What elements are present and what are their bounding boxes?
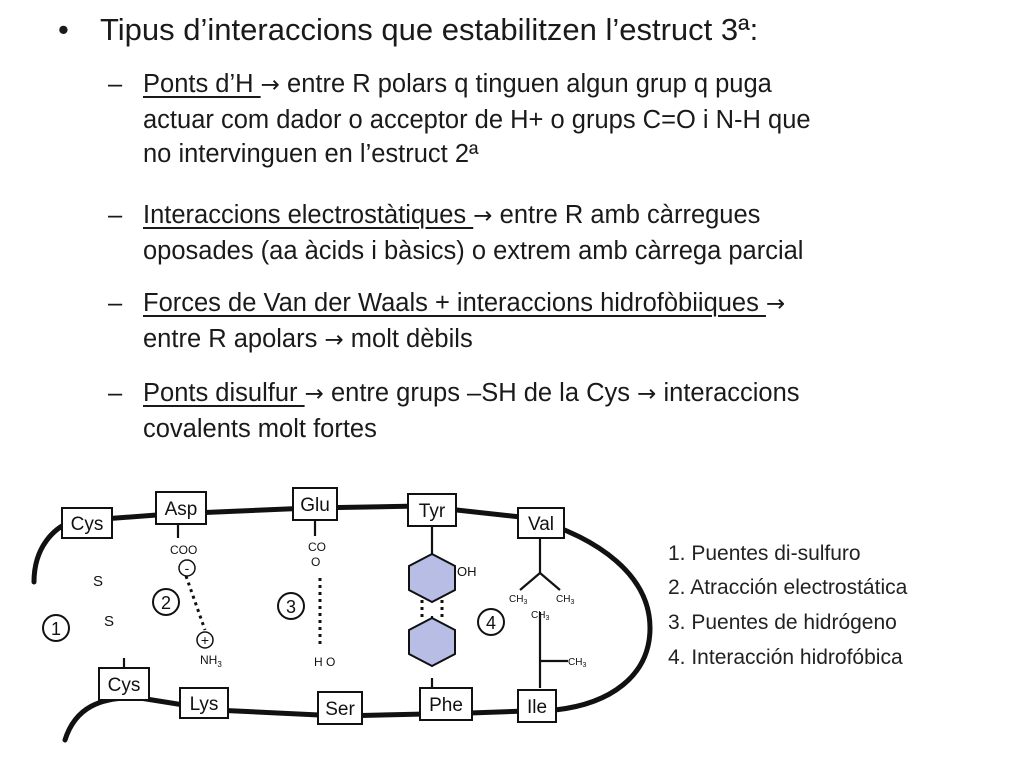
arrow-icon: → [473, 203, 493, 229]
legend-item-2: 2. Atracción electrostática [668, 576, 908, 599]
arrow-icon: → [637, 381, 657, 407]
residue-ser: Ser [325, 699, 355, 720]
backbone-top [31, 503, 653, 713]
residue-cys-top: Cys [71, 514, 104, 535]
marker-circle [277, 592, 305, 620]
item-text: no intervinguen en l’estruct 2ª [143, 140, 479, 168]
item-text: entre R amb càrregues [492, 201, 761, 229]
methyl-group-4: CH3 [568, 657, 586, 669]
item-text: actuar com dador o acceptor de H+ o grup… [143, 105, 811, 134]
methyl-group-3: CH3 [531, 610, 549, 622]
hydroxyl-group-ser: H O [314, 655, 335, 669]
methyl-label: CH [531, 610, 545, 621]
methyl-subscript: 3 [545, 615, 549, 622]
legend-item-1: 1. Puentes di-sulfuro [668, 542, 861, 565]
diagram-legend: 1. Puentes di-sulfuro 2. Atracción elect… [668, 542, 908, 669]
amine-group: NH3 [200, 653, 222, 669]
hydroxyl-group-tyr: OH [457, 564, 477, 579]
marker-circle [152, 588, 180, 616]
bullet-glyph: • [58, 12, 69, 47]
legend-item-3: 3. Puentes de hidrógeno [668, 611, 897, 634]
item-text: entre grups –SH de la Cys [323, 379, 638, 407]
marker-circle [477, 608, 505, 636]
item-text: interaccions [656, 379, 800, 407]
residue-boxes [61, 487, 565, 725]
carbonyl-oxygen: O [311, 555, 320, 569]
positive-charge-sign: + [201, 632, 209, 648]
residue-glu: Glu [300, 495, 330, 516]
methyl-subscript: 3 [523, 599, 527, 606]
tertiary-structure-diagram: Cys Asp Glu Tyr Val Cys Lys Ser Phe Ile … [31, 487, 908, 743]
tyr-ring [408, 552, 456, 604]
term-van-der-waals: Forces de Van der Waals + interaccions h… [143, 289, 766, 317]
chemical-groups: S S COO - + NH3 CO O H O OH CH3 CH3 CH3 … [93, 540, 586, 669]
arrow-icon: → [304, 381, 324, 407]
residue-cys-bottom: Cys [108, 675, 141, 696]
term-electrostatic: Interaccions electrostàtiques [143, 201, 474, 229]
marker-1: 1 [51, 619, 61, 639]
methyl-group-1: CH3 [509, 594, 527, 606]
methyl-label: CH [509, 594, 523, 605]
dash-glyph: – [108, 70, 123, 98]
slide-heading: Tipus d’interaccions que estabilitzen l’… [100, 12, 759, 47]
sulfur-atom-1: S [93, 573, 103, 590]
residue-asp: Asp [165, 499, 198, 520]
residue-val: Val [528, 514, 554, 535]
arrow-icon: → [765, 291, 786, 317]
methyl-group-2: CH3 [556, 594, 574, 606]
marker-circle [42, 614, 70, 642]
carbonyl-group: CO [308, 540, 326, 554]
legend-item-4: 4. Interacción hidrofóbica [668, 646, 903, 669]
interaction-markers: 1 2 3 4 [42, 588, 505, 642]
residue-tyr: Tyr [419, 501, 446, 522]
sulfur-atom-2: S [104, 613, 114, 630]
backbone-bottom [62, 695, 558, 743]
dash-glyph: – [108, 201, 123, 229]
marker-4: 4 [486, 613, 496, 633]
marker-2: 2 [161, 593, 171, 613]
hexagon-rings [408, 552, 456, 668]
carboxylate-group: COO [170, 543, 197, 557]
residue-lys: Lys [190, 694, 219, 715]
item-text: entre R apolars [143, 324, 325, 353]
arrow-icon: → [324, 326, 344, 353]
phe-ring [408, 616, 456, 668]
residue-ile: Ile [527, 697, 547, 718]
positive-charge-icon [196, 631, 214, 649]
methyl-label: CH [556, 594, 570, 605]
item-text: molt dèbils [343, 324, 473, 353]
methyl-subscript: 3 [582, 662, 586, 669]
arrow-icon: → [260, 72, 280, 98]
marker-3: 3 [286, 597, 296, 617]
item-text: covalents molt fortes [143, 414, 377, 443]
dash-glyph: – [108, 379, 123, 407]
methyl-label: CH [568, 657, 582, 668]
item-text: oposades (aa àcids i bàsics) o extrem am… [143, 236, 804, 265]
residue-labels: Cys Asp Glu Tyr Val Cys Lys Ser Phe Ile [71, 495, 554, 720]
amine-subscript: 3 [217, 660, 222, 669]
interaction-dots [184, 575, 444, 648]
term-disulfide: Ponts disulfur [143, 379, 305, 407]
residue-phe: Phe [429, 695, 463, 716]
dash-glyph: – [108, 289, 123, 317]
item-text: entre R polars q tinguen algun grup q pu… [279, 70, 772, 98]
term-hydrogen-bonds: Ponts d’H [143, 70, 261, 98]
negative-charge-icon [178, 559, 196, 577]
amine-label: NH [200, 653, 217, 667]
methyl-subscript: 3 [570, 599, 574, 606]
negative-charge-sign: - [185, 560, 190, 576]
